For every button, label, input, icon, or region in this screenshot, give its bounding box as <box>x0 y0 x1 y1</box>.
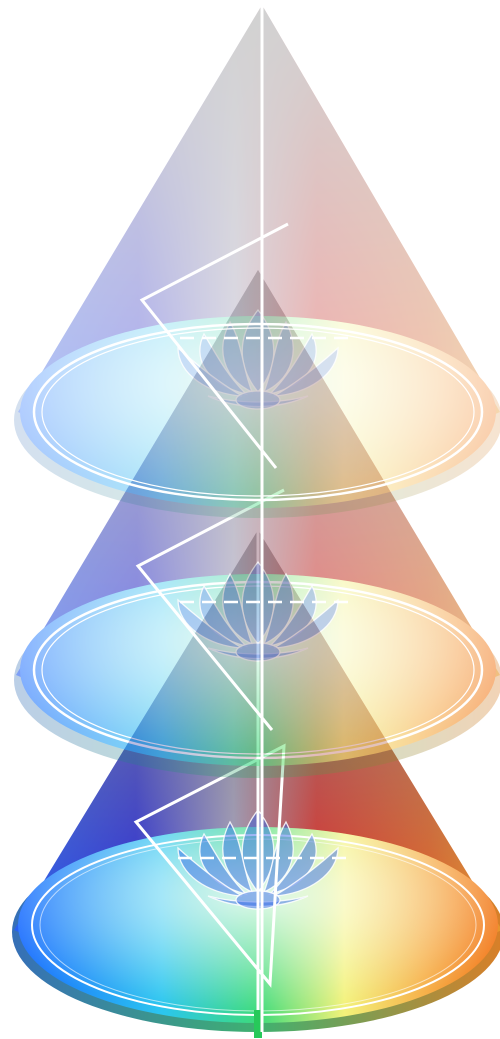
cone-top <box>14 5 500 518</box>
